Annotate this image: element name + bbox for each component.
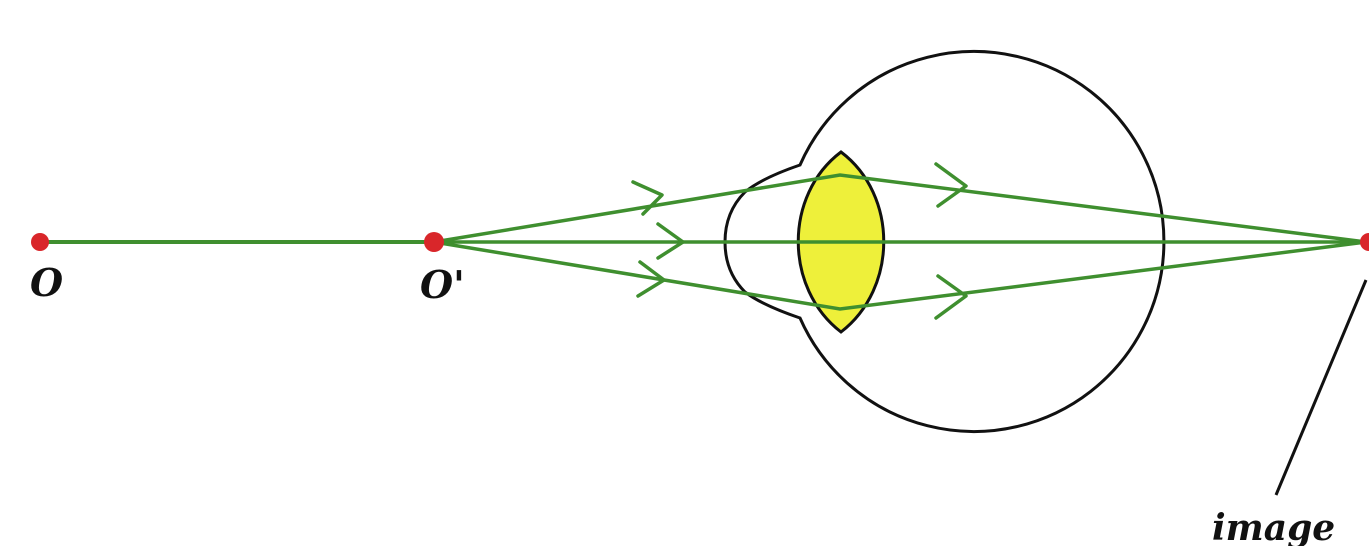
point-image	[1360, 233, 1369, 251]
point-o-prime	[424, 232, 444, 252]
chevron-right-icon	[934, 162, 968, 208]
image-pointer-line	[1274, 279, 1368, 496]
upper-ray	[433, 173, 1367, 244]
eyeball-outline	[723, 50, 1166, 433]
label-image: image	[1212, 507, 1335, 546]
chevron-right-icon	[934, 274, 968, 320]
label-o-prime: O'	[420, 262, 465, 307]
point-o	[31, 233, 49, 251]
label-o: O	[30, 260, 63, 305]
lower-ray	[433, 240, 1367, 311]
chevron-right-icon	[656, 222, 685, 260]
chevron-right-icon	[636, 260, 666, 298]
chevron-right-icon	[631, 180, 664, 216]
